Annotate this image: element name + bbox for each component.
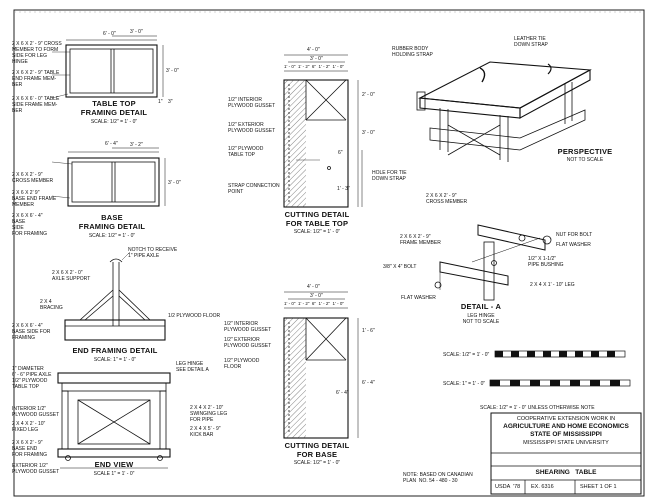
base-note-end: 2 x 6 x 2' 9" BASE END FRAME MEMBER (12, 190, 57, 208)
cut-base-dim-right2: 6' - 4" (362, 380, 375, 386)
cut-top-note-exterior: 1/2" EXTERIOR PLYWOOD GUSSET (228, 122, 276, 134)
cut-base-note-exterior: 1/2" EXTERIOR PLYWOOD GUSSET (224, 337, 272, 349)
end-view-note-plywood-top: 1/2" PLYWOOD TABLE TOP (12, 378, 48, 390)
detail-a-note-bushing: 1/2" x 1-1/2" PIPE BUSHING (528, 256, 564, 268)
detail-a-drawing (434, 224, 552, 301)
ex-number: EX. 6316 (531, 484, 554, 490)
table-top-scale: SCALE: 1/2" = 1' - 0" (90, 119, 138, 125)
end-view-note-ext-gusset: EXTERIOR 1/2" PLYWOOD GUSSET (12, 463, 60, 475)
base-dim-side: 3' - 0" (168, 180, 181, 186)
title-block-frame (490, 412, 642, 495)
end-framing-note-base-side: 2 x 6 x 6' - 4" BASE SIDE FOR FRAMING (12, 323, 51, 341)
scale-label-1: SCALE: 1/2" = 1' - 0" (443, 352, 490, 358)
cut-base-dim-right3: 6' - 4" (336, 390, 349, 396)
title-block-line1: COOPERATIVE EXTENSION WORK IN (516, 416, 616, 422)
table-top-dim-small2: 3" (168, 99, 173, 105)
perspective-drawing (416, 61, 592, 162)
base-scale: SCALE: 1/2" = 1' - 0" (88, 233, 136, 239)
cut-base-title: CUTTING DETAIL FOR BASE (284, 441, 350, 459)
cut-top-dim-6: 6" (338, 150, 343, 156)
cut-top-scale: SCALE: 1/2" = 1' - 0" (293, 229, 341, 235)
table-top-note-side: 2 x 6 x 6' - 0" TABLE SIDE FRAME MEM- BE… (12, 96, 60, 114)
end-framing-note-notch: NOTCH TO RECEIVE 1" PIPE AXLE (128, 247, 178, 259)
cut-base-dim-parts: 1' - 0" 1' - 2" 6" 1' - 2" 1' - 0" (284, 301, 344, 306)
detail-a-subtitle: LEG HINGE NOT TO SCALE (462, 313, 500, 325)
cut-top-dim-right3: 1' - 3" (337, 186, 350, 192)
base-note-cross: 2 x 6 x 2' - 9" CROSS MEMBER (12, 172, 54, 184)
cut-top-note-interior: 1/2" INTERIOR PLYWOOD GUSSET (228, 97, 276, 109)
end-view-note-base-end: 2 x 6 x 2' - 9" BASE END FOR FRAMING (12, 440, 47, 458)
table-top-dim-half: 3' - 0" (130, 29, 143, 35)
cut-top-dim-right2: 3' - 0" (362, 130, 375, 136)
cut-top-note-strap: STRAP CONNECTION POINT (228, 183, 280, 195)
cut-base-dim-mid: 3' - 0" (310, 293, 323, 299)
footnote: NOTE: BASED ON CANADIAN PLAN NO. 54 - 48… (403, 472, 473, 484)
cut-base-dim-right1: 1' - 6" (362, 328, 375, 334)
title-block-line4: MISSISSIPPI STATE UNIVERSITY (523, 440, 609, 446)
base-dim-top: 6' - 4" (105, 141, 118, 147)
cut-base-note-floor: 1/2" PLYWOOD FLOOR (224, 358, 260, 370)
detail-a-title: DETAIL - A (460, 302, 502, 311)
base-dim-half: 3' - 2" (130, 142, 143, 148)
cut-top-dim-right1: 2' - 0" (362, 92, 375, 98)
perspective-note-rubber: RUBBER BODY HOLDING STRAP (392, 46, 433, 58)
table-top-title: TABLE TOP FRAMING DETAIL (80, 99, 148, 117)
sheet-number: SHEET 1 OF 1 (580, 484, 617, 490)
scale-note: SCALE: 1/2" = 1' - 0" UNLESS OTHERWISE N… (480, 405, 595, 411)
base-title: BASE FRAMING DETAIL (78, 213, 146, 231)
detail-a-note-bolt: 3/8" x 4" BOLT (383, 264, 417, 270)
cut-top-dim-parts: 1' - 0" 1' - 2" 6" 1' - 2" 1' - 0" (284, 64, 344, 69)
end-framing-note-axle: 2 x 6 x 2' - 0" AXLE SUPPORT (52, 270, 91, 282)
end-view-note-leg-hinge: LEG HINGE SEE DETAIL A (176, 361, 209, 373)
end-view-note-pipe: 1" DIAMETER 6' - 6" PIPE AXLE (12, 366, 52, 378)
end-view-drawing (57, 372, 171, 469)
perspective-note-leather: LEATHER TIE DOWN STRAP (514, 36, 548, 48)
end-view-note-kick-bar: 2 x 4 x 5' - 9" KICK BAR (190, 426, 221, 438)
table-top-note-cross: 2 x 6 x 2' - 9" CROSS MEMBER TO FORM SID… (12, 41, 62, 65)
detail-a-note-nut: NUT FOR BOLT (556, 232, 593, 238)
cut-base-note-interior: 1/2" INTERIOR PLYWOOD GUSSET (224, 321, 272, 333)
end-framing-note-floor: 1/2 PLYWOOD FLOOR (168, 313, 221, 319)
end-view-scale: SCALE 1" = 1' - 0" (93, 471, 135, 477)
end-framing-scale: SCALE: 1" = 1' - 0" (93, 357, 137, 363)
table-top-dim-side: 3' - 0" (166, 68, 179, 74)
end-framing-drawing (64, 251, 166, 341)
detail-a-note-flat-washer: FLAT WASHER (401, 295, 436, 301)
perspective-scale: NOT TO SCALE (566, 157, 604, 163)
detail-a-note-washer: FLAT WASHER (556, 242, 591, 248)
detail-a-note-frame: 2 x 6 x 2' - 9" FRAME MEMBER (400, 234, 441, 246)
base-framing-drawing (51, 147, 166, 207)
cut-top-dim-mid: 3' - 0" (310, 56, 323, 62)
sheet-border (13, 9, 645, 497)
end-view-note-gusset: INTERIOR 1/2" PLYWOOD GUSSET (12, 406, 60, 418)
title-block-line2: AGRICULTURE AND HOME ECONOMICS (503, 423, 629, 430)
detail-a-note-cross: 2 x 6 x 2' - 9" CROSS MEMBER (426, 193, 468, 205)
perspective-title: PERSPECTIVE (557, 147, 613, 156)
scale-label-2: SCALE: 1" = 1' - 0" (443, 381, 486, 387)
base-note-side: 2 x 6 x 6' - 4" BASE SIDE FOR FRAMING (12, 213, 47, 237)
table-top-dim-small: 1" (158, 99, 163, 105)
cut-base-dim-top: 4' - 0" (307, 284, 320, 290)
end-view-note-swing-leg: 2 x 4 x 2' - 10" SWINGING LEG FOR PIPE (190, 405, 228, 423)
usda-label: USDA '78 (495, 484, 521, 490)
cut-top-title: CUTTING DETAIL FOR TABLE TOP (284, 210, 350, 228)
end-framing-note-bracing: 2 x 4 BRACING (40, 299, 63, 311)
end-view-title: END VIEW (94, 460, 134, 469)
cut-top-note-hole: HOLE FOR TIE DOWN STRAP (372, 170, 407, 182)
table-top-framing-drawing (51, 35, 164, 99)
cut-top-note-table-top: 1/2" PLYWOOD TABLE TOP (228, 146, 264, 158)
table-top-dim-top: 6' - 0" (103, 31, 116, 37)
end-framing-title: END FRAMING DETAIL (72, 346, 158, 355)
drawing-title: SHEARING TABLE (535, 469, 597, 476)
cut-base-scale: SCALE: 1/2" = 1' - 0" (293, 460, 341, 466)
end-view-note-fixed-leg: 2 x 4 x 2' - 10" FIXED LEG (12, 421, 46, 433)
table-top-note-end: 2 x 6 x 2' - 9" TABLE END FRAME MEM- BER (12, 70, 60, 88)
title-block-line3: STATE OF MISSISSIPPI (530, 431, 602, 438)
detail-a-note-leg: 2 x 4 x 1' - 10" LEG (530, 282, 575, 288)
cut-top-dim-top: 4' - 0" (307, 47, 320, 53)
